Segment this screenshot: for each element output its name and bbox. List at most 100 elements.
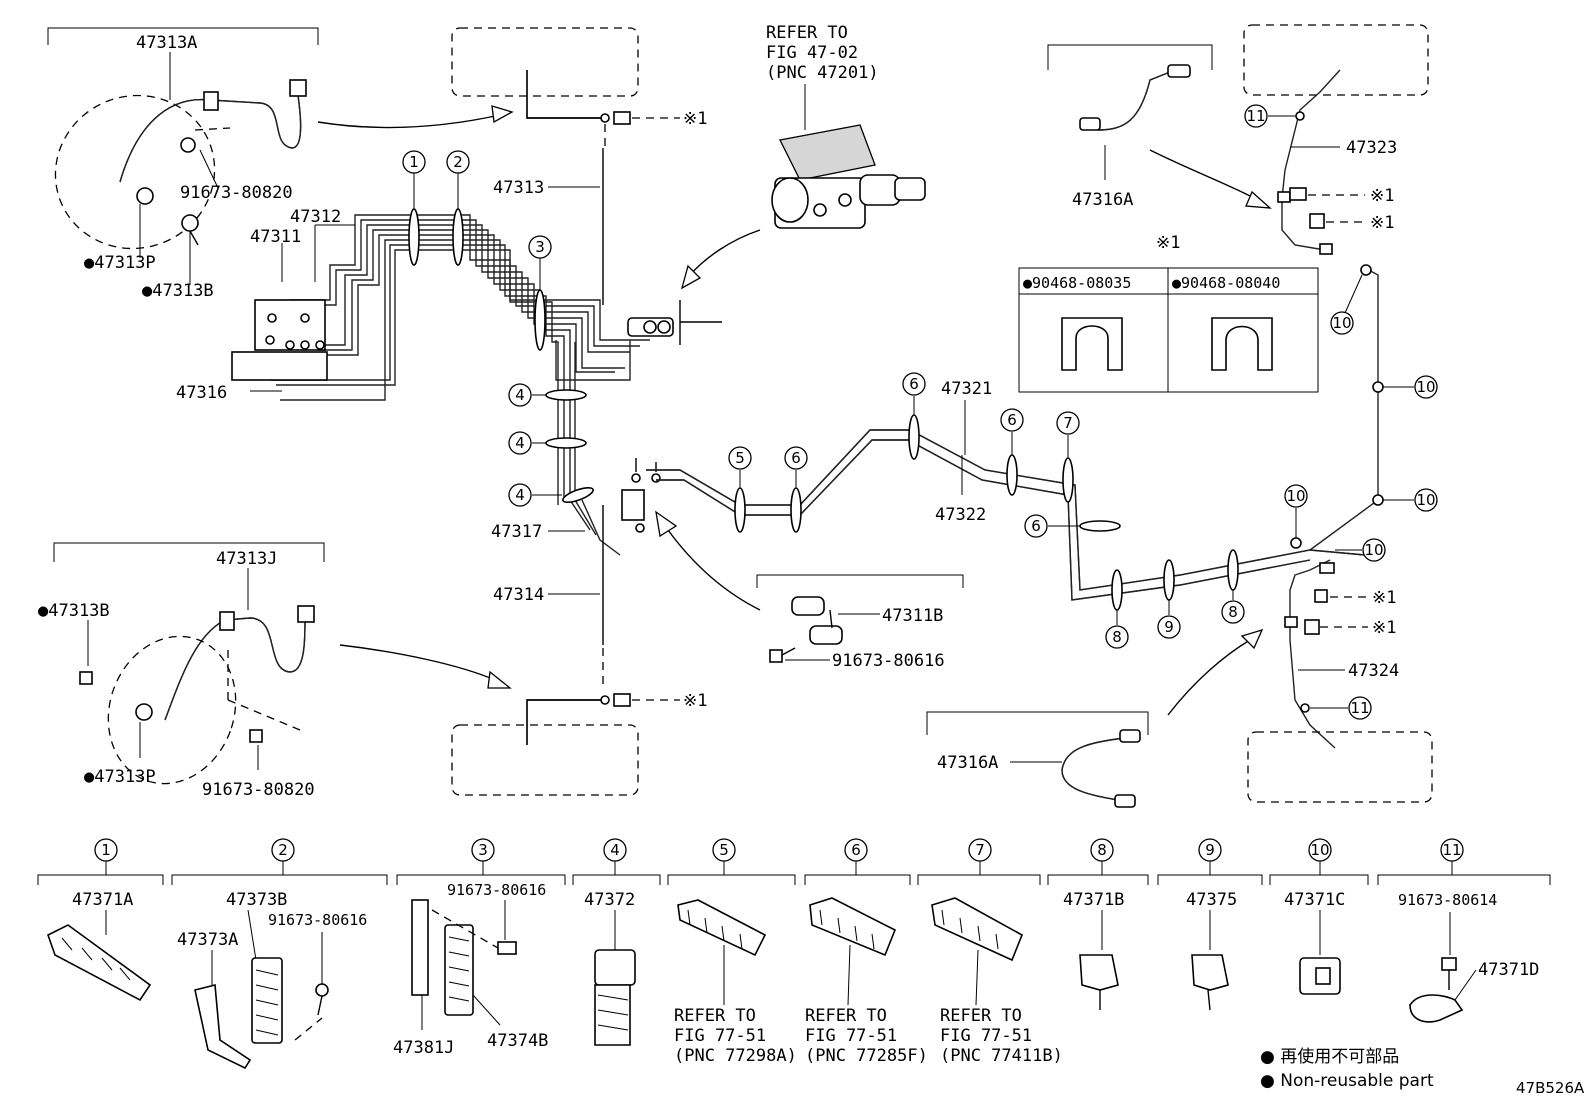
callout-10-mid-e: 10	[1362, 538, 1386, 562]
diagram-code: 47B526A	[1516, 1079, 1585, 1097]
svg-text:11: 11	[1246, 107, 1265, 125]
label-47313B-top: ●47313B	[142, 281, 214, 301]
catalog-5: 5 REFER TO FIG 77-51 (PNC 77298A)	[667, 838, 797, 1066]
table-header: ※1	[1156, 233, 1180, 253]
note-mark-right-1: ※1	[1370, 186, 1394, 206]
clamp-4a	[545, 389, 587, 401]
clamp-4b	[545, 437, 587, 449]
svg-text:9: 9	[1164, 618, 1174, 636]
top-right-detail-box	[1243, 24, 1429, 96]
refer-6-1: REFER TO	[805, 1006, 887, 1026]
label-47371B: 47371B	[1063, 890, 1124, 910]
label-47375: 47375	[1186, 890, 1237, 910]
catalog-8: 8 47371B	[1047, 838, 1149, 1010]
label-47373B: 47373B	[226, 890, 287, 910]
refer-5-1: REFER TO	[674, 1006, 756, 1026]
arrow-to-top-box	[317, 114, 501, 129]
svg-text:3: 3	[535, 238, 545, 256]
svg-text:7: 7	[1063, 414, 1073, 432]
label-47324: 47324	[1348, 661, 1399, 681]
note-mark-top: ※1	[683, 109, 707, 129]
refer-master-2: FIG 47-02	[766, 43, 858, 63]
arrow-to-bracket	[667, 529, 761, 611]
callout-6-mid-d: 6	[1024, 514, 1048, 538]
top-detail-box	[451, 27, 639, 97]
svg-text:5: 5	[719, 841, 729, 859]
svg-text:8: 8	[1228, 603, 1238, 621]
clamp-6c	[1006, 454, 1018, 496]
callout-11-right: 11	[1348, 696, 1372, 720]
label-47372: 47372	[584, 890, 635, 910]
svg-text:9: 9	[1205, 841, 1215, 859]
callout-7-mid: 7	[1056, 411, 1080, 435]
bottom-right-detail-box	[1247, 731, 1433, 803]
svg-text:2: 2	[278, 841, 288, 859]
clamp-6b	[908, 414, 920, 460]
label-47371D: 47371D	[1478, 960, 1539, 980]
catalog-4: 4 47372	[572, 838, 661, 1046]
note-table: ※1 ●90468-08035 ●90468-08040	[1018, 233, 1319, 393]
table-col2: ●90468-08040	[1172, 274, 1280, 292]
clamp-2	[452, 208, 464, 266]
callout-10-mid-c: 10	[1414, 375, 1438, 399]
callout-8-mid-b: 8	[1221, 600, 1245, 624]
callout-10-mid-b: 10	[1414, 488, 1438, 512]
catalog-6: 6 REFER TO FIG 77-51 (PNC 77285F)	[804, 838, 928, 1066]
svg-text:4: 4	[515, 434, 525, 452]
svg-text:6: 6	[851, 841, 861, 859]
svg-text:4: 4	[515, 486, 525, 504]
callout-1-top: 1	[402, 150, 426, 174]
svg-text:10: 10	[1364, 541, 1383, 559]
catalog-3: 3 91673-80616 47381J 47374B	[393, 838, 566, 1058]
svg-text:8: 8	[1097, 841, 1107, 859]
svg-text:10: 10	[1310, 841, 1329, 859]
hose-47316A-top	[1079, 64, 1191, 131]
svg-text:11: 11	[1350, 699, 1369, 717]
label-47313P-bottom: ●47313P	[84, 767, 156, 787]
label-47314: 47314	[493, 585, 544, 605]
label-47371A: 47371A	[72, 890, 133, 910]
svg-text:11: 11	[1442, 841, 1461, 859]
abs-actuator	[231, 299, 328, 381]
group-47313A: 47313A 91673-80820 ●47313P ●47313B	[47, 27, 319, 301]
svg-text:3: 3	[478, 841, 488, 859]
label-47313B-bottom: ●47313B	[38, 601, 110, 621]
bottom-detail-box	[451, 724, 639, 796]
callout-5-mid: 5	[728, 446, 752, 470]
svg-text:6: 6	[791, 449, 801, 467]
label-47312: 47312	[290, 207, 341, 227]
callout-6-mid-b: 6	[902, 372, 926, 396]
label-47313P-top: ●47313P	[84, 253, 156, 273]
note-mark-right-2: ※1	[1370, 213, 1394, 233]
clamp-8b	[1227, 549, 1239, 591]
hose-47316A-bottom	[1061, 729, 1141, 808]
clamp-9	[1163, 559, 1175, 601]
note-mark-right-3: ※1	[1372, 588, 1396, 608]
label-47374B: 47374B	[487, 1031, 548, 1051]
svg-text:4: 4	[610, 841, 620, 859]
label-47317: 47317	[491, 522, 542, 542]
clamp-6d	[1079, 520, 1121, 532]
callout-8-mid-a: 8	[1105, 625, 1129, 649]
refer-7-1: REFER TO	[940, 1006, 1022, 1026]
callout-4-a: 4	[508, 383, 532, 407]
label-47321: 47321	[941, 379, 992, 399]
clamp-3	[534, 289, 546, 351]
center-bracket	[621, 458, 661, 533]
label-91673-80820-bottom: 91673-80820	[202, 780, 315, 800]
callout-10-mid-d: 10	[1330, 311, 1354, 335]
label-47311B: 47311B	[882, 606, 943, 626]
part-47311B	[769, 596, 843, 663]
arrow-to-bottom-box	[339, 644, 496, 681]
svg-text:8: 8	[1112, 628, 1122, 646]
catalog-11: 11 91673-80614 47371D	[1377, 838, 1551, 1023]
catalog-2: 2 47373B 47373A 91673-80616	[171, 838, 388, 1070]
clip-10d	[1360, 264, 1372, 276]
note-mark-bottom: ※1	[683, 691, 707, 711]
legend-jp: ● 再使用不可部品	[1260, 1046, 1399, 1067]
svg-text:1: 1	[409, 153, 419, 171]
clip-10b	[1372, 494, 1384, 506]
catalog-9: 9 47375	[1157, 838, 1263, 1011]
table-col1: ●90468-08035	[1023, 274, 1131, 292]
